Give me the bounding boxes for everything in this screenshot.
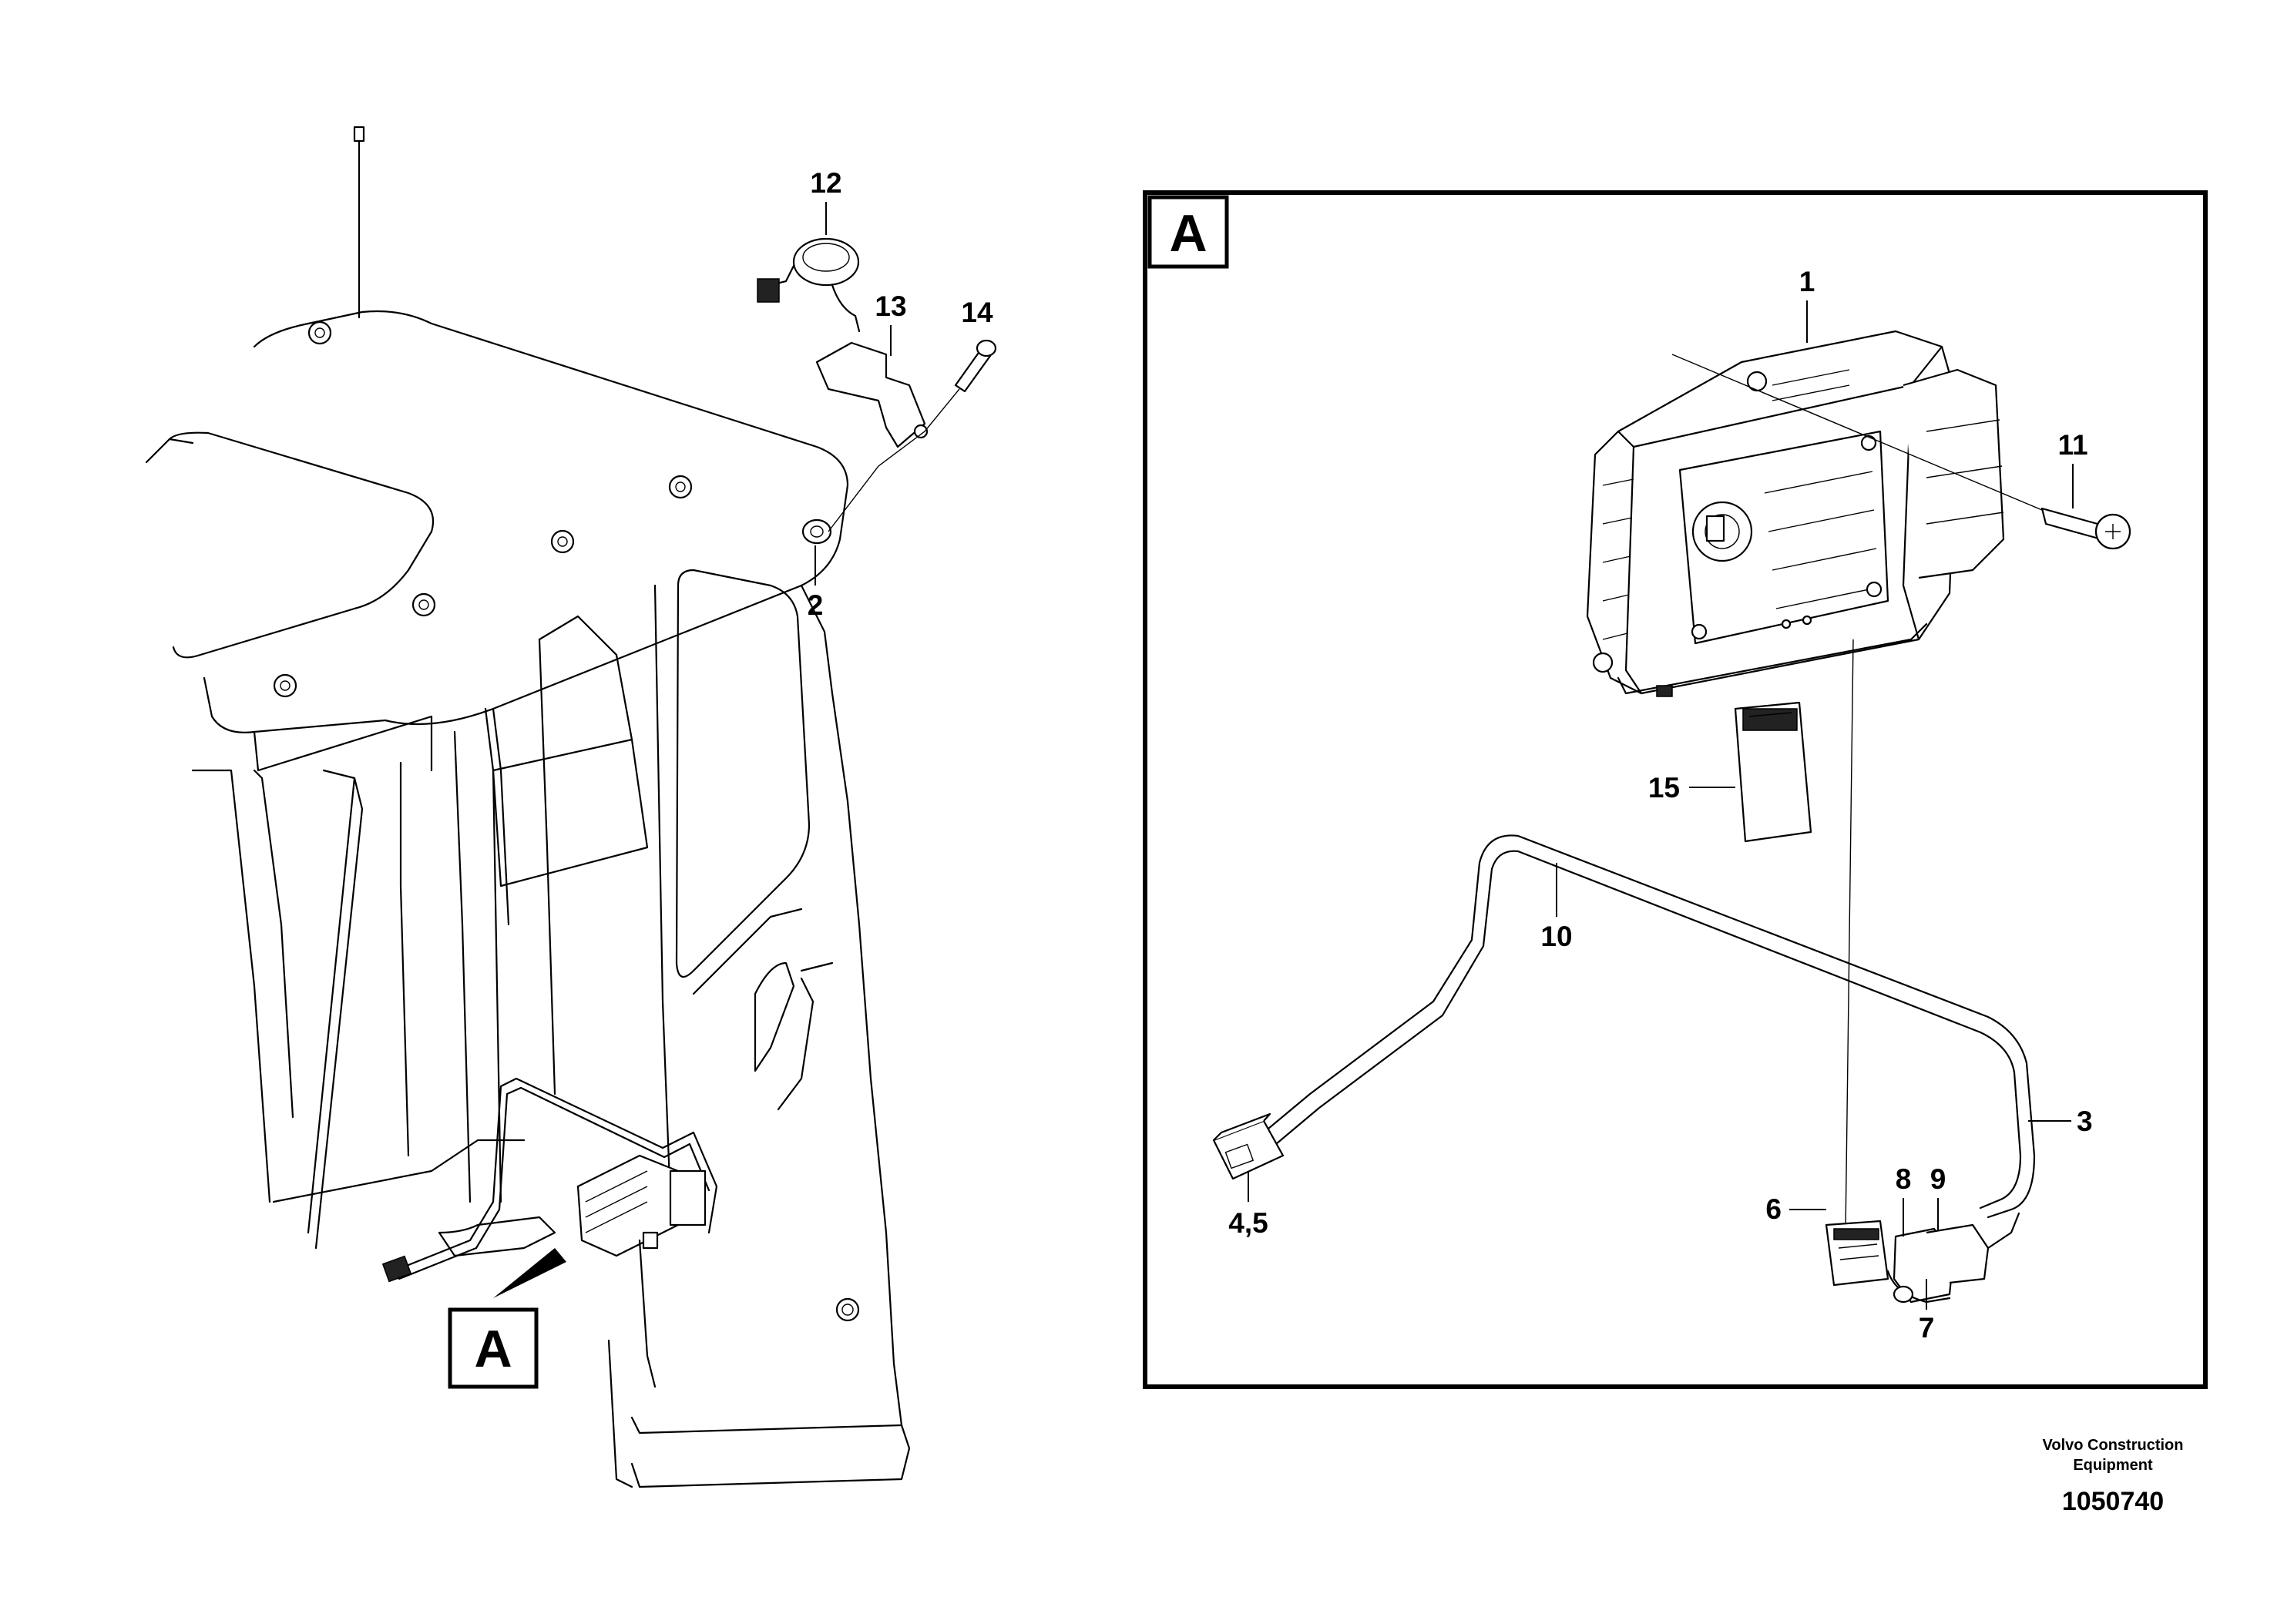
callout-13: 13 <box>875 290 906 322</box>
callout-9: 9 <box>1930 1163 1946 1195</box>
callout-7: 7 <box>1919 1312 1935 1344</box>
connector-axis <box>1845 639 1854 1233</box>
harness-part-10 <box>1212 834 2036 1219</box>
footer-company-line2: Equipment <box>2073 1457 2153 1474</box>
cab-window <box>675 569 811 978</box>
callout-4-5: 4,5 <box>1228 1207 1268 1239</box>
connector-parts-7-8-9 <box>1886 1212 2020 1304</box>
bracket-part-13 <box>815 341 926 448</box>
overview-pointer <box>493 1248 566 1298</box>
callout-14: 14 <box>961 297 993 328</box>
screw-part-14 <box>954 339 997 393</box>
callout-2: 2 <box>808 589 824 621</box>
callout-15: 15 <box>1648 772 1680 804</box>
detail-frame <box>1143 190 2208 1389</box>
callout-6: 6 <box>1765 1193 1782 1225</box>
screw-axis <box>1671 354 2043 511</box>
screw-part-11 <box>2040 507 2131 550</box>
antenna-tip <box>353 126 365 143</box>
footer-company-line1: Volvo Construction <box>2043 1437 2184 1454</box>
callout-1: 1 <box>1799 266 1815 297</box>
radio-unit-part-1 <box>1586 330 2005 697</box>
detail-label-box <box>1147 195 1229 269</box>
roof-bolts <box>273 320 693 698</box>
sensor-part-12 <box>757 237 861 333</box>
radio-assembly-overview <box>381 1077 718 1388</box>
callout-12: 12 <box>810 167 841 199</box>
overview-label-box <box>448 1307 539 1389</box>
connector-part-6 <box>1825 1220 1889 1287</box>
nut-part-2 <box>801 518 832 545</box>
cab-roof-inner <box>168 431 435 659</box>
callout-11: 11 <box>2057 429 2087 461</box>
callout-8: 8 <box>1896 1163 1912 1195</box>
callout-10: 10 <box>1540 921 1572 952</box>
overview-label: A <box>474 1320 512 1378</box>
detail-label: A <box>1169 204 1207 263</box>
module-part-15 <box>1734 701 1812 843</box>
cab-seat-back <box>492 738 649 887</box>
drawing-number: 1050740 <box>2062 1487 2164 1516</box>
cab-roof <box>203 310 849 733</box>
callout-3: 3 <box>2077 1106 2093 1137</box>
cab-overview-drawing: A <box>145 126 997 1488</box>
